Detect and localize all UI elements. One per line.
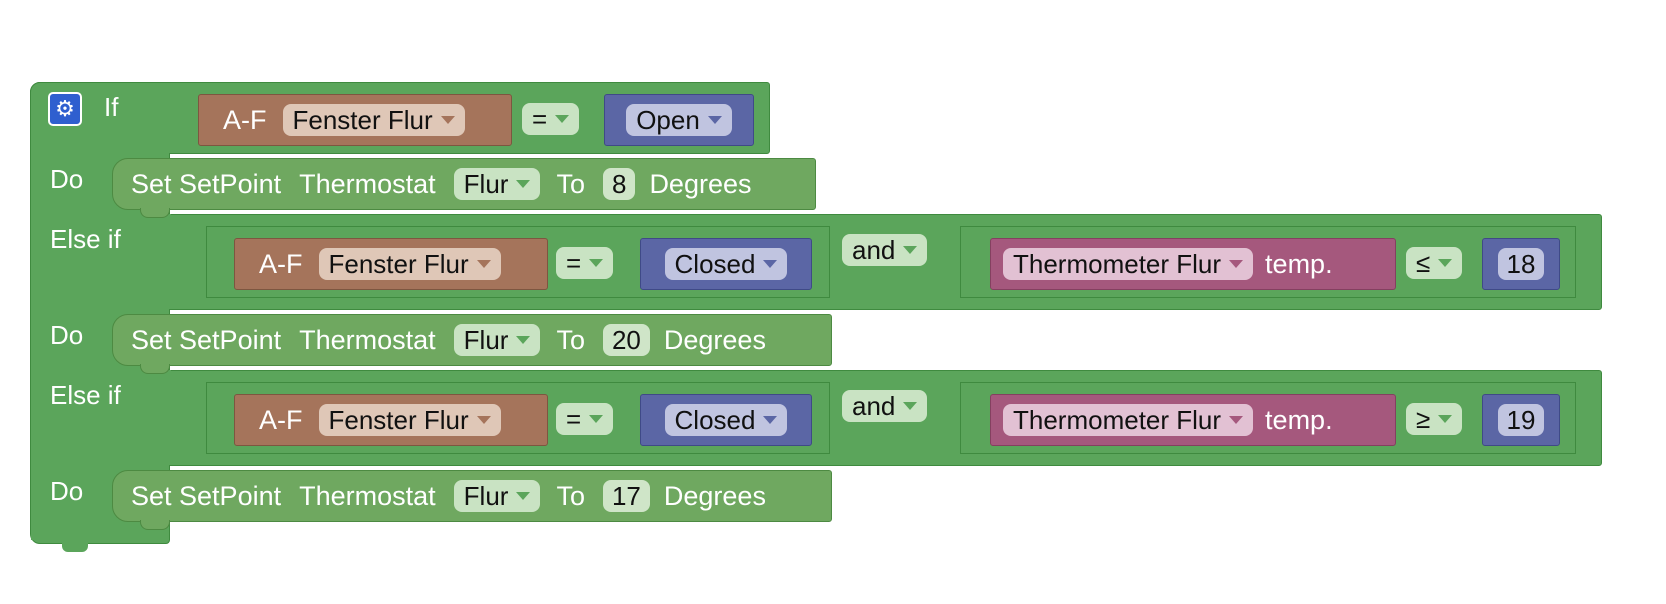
door-sensor-block-1[interactable]: A-F Fenster Flur xyxy=(198,94,512,146)
thermostat-dropdown[interactable]: Flur xyxy=(453,324,541,356)
chevron-down-icon xyxy=(1229,260,1244,268)
logic-left-slot-3 xyxy=(206,382,830,454)
operator-dropdown-2[interactable]: = xyxy=(556,247,614,279)
sensor-device-dropdown[interactable]: Fenster Flur xyxy=(318,248,501,280)
compare-value-field[interactable]: 18 xyxy=(1497,248,1545,280)
door-sensor-block-3[interactable]: A-F Fenster Flur xyxy=(234,394,548,446)
thermostat-label: Thermostat xyxy=(299,168,436,199)
thermostat-label: Thermostat xyxy=(299,324,436,355)
to-label: To xyxy=(556,324,585,355)
thermostat-dropdown[interactable]: Flur xyxy=(453,480,541,512)
temp-label: temp. xyxy=(1265,248,1333,279)
logic-right-slot-2 xyxy=(960,226,1576,298)
sensor-device-dropdown[interactable]: Fenster Flur xyxy=(318,404,501,436)
action-prefix: Set SetPoint xyxy=(131,168,282,199)
state-block-1[interactable]: Open xyxy=(604,94,754,146)
else-if-label-2: Else if xyxy=(50,380,121,410)
thermometer-dropdown[interactable]: Thermometer Flur xyxy=(1003,404,1254,436)
chevron-down-icon xyxy=(589,415,604,423)
thermometer-dropdown[interactable]: Thermometer Flur xyxy=(1003,248,1254,280)
chevron-down-icon xyxy=(1229,416,1244,424)
compare-dropdown-2[interactable]: ≤ xyxy=(1406,247,1463,279)
setpoint-value-field[interactable]: 17 xyxy=(602,480,650,512)
chevron-down-icon xyxy=(476,416,491,424)
chevron-down-icon xyxy=(476,260,491,268)
setpoint-value-field[interactable]: 8 xyxy=(602,168,636,200)
chevron-down-icon xyxy=(1438,415,1453,423)
temp-label: temp. xyxy=(1265,404,1333,435)
sensor-label: A-F xyxy=(259,248,303,279)
set-setpoint-block-3[interactable]: Set SetPoint Thermostat Flur To 17 Degre… xyxy=(112,470,832,522)
chevron-down-icon xyxy=(555,115,570,123)
set-setpoint-block-1[interactable]: Set SetPoint Thermostat Flur To 8 Degree… xyxy=(112,158,816,210)
operator-dropdown-1[interactable]: = xyxy=(522,103,580,135)
chevron-down-icon xyxy=(440,116,455,124)
do-label-2: Do xyxy=(50,320,84,350)
sensor-label: A-F xyxy=(223,104,267,135)
sensor-label: A-F xyxy=(259,404,303,435)
thermometer-block-2[interactable]: Thermometer Flur temp. xyxy=(990,238,1396,290)
chevron-down-icon xyxy=(763,260,778,268)
logic-right-slot-3 xyxy=(960,382,1576,454)
chevron-down-icon xyxy=(516,492,531,500)
sensor-device-dropdown[interactable]: Fenster Flur xyxy=(282,104,465,136)
logic-left-slot-2 xyxy=(206,226,830,298)
action-prefix: Set SetPoint xyxy=(131,480,282,511)
to-label: To xyxy=(556,168,585,199)
unit-label: Degrees xyxy=(663,480,766,511)
state-dropdown[interactable]: Closed xyxy=(664,248,788,280)
setpoint-value-field[interactable]: 20 xyxy=(602,324,650,356)
thermostat-label: Thermostat xyxy=(299,480,436,511)
if-label: If xyxy=(104,92,119,122)
state-dropdown[interactable]: Closed xyxy=(664,404,788,436)
chevron-down-icon xyxy=(1438,259,1453,267)
state-block-3[interactable]: Closed xyxy=(640,394,812,446)
set-setpoint-block-2[interactable]: Set SetPoint Thermostat Flur To 20 Degre… xyxy=(112,314,832,366)
unit-label: Degrees xyxy=(663,324,766,355)
door-sensor-block-2[interactable]: A-F Fenster Flur xyxy=(234,238,548,290)
gear-icon[interactable]: ⚙ xyxy=(48,92,82,126)
thermostat-dropdown[interactable]: Flur xyxy=(453,168,541,200)
do-label-1: Do xyxy=(50,164,84,194)
compare-dropdown-3[interactable]: ≥ xyxy=(1406,403,1463,435)
else-if-label-1: Else if xyxy=(50,224,121,254)
action-prefix: Set SetPoint xyxy=(131,324,282,355)
chevron-down-icon xyxy=(763,416,778,424)
operator-dropdown-3[interactable]: = xyxy=(556,403,614,435)
chevron-down-icon xyxy=(903,246,918,254)
compare-value-field[interactable]: 19 xyxy=(1497,404,1545,436)
logic-operator-dropdown-3[interactable]: and xyxy=(842,390,928,422)
unit-label: Degrees xyxy=(649,168,752,199)
thermometer-block-3[interactable]: Thermometer Flur temp. xyxy=(990,394,1396,446)
chevron-down-icon xyxy=(516,336,531,344)
logic-operator-dropdown-2[interactable]: and xyxy=(842,234,928,266)
compare-value-block-2[interactable]: 18 xyxy=(1482,238,1560,290)
do-label-3: Do xyxy=(50,476,84,506)
chevron-down-icon xyxy=(903,402,918,410)
chevron-down-icon xyxy=(589,259,604,267)
state-block-2[interactable]: Closed xyxy=(640,238,812,290)
state-dropdown[interactable]: Open xyxy=(626,104,732,136)
to-label: To xyxy=(556,480,585,511)
chevron-down-icon xyxy=(516,180,531,188)
chevron-down-icon xyxy=(707,116,722,124)
compare-value-block-3[interactable]: 19 xyxy=(1482,394,1560,446)
